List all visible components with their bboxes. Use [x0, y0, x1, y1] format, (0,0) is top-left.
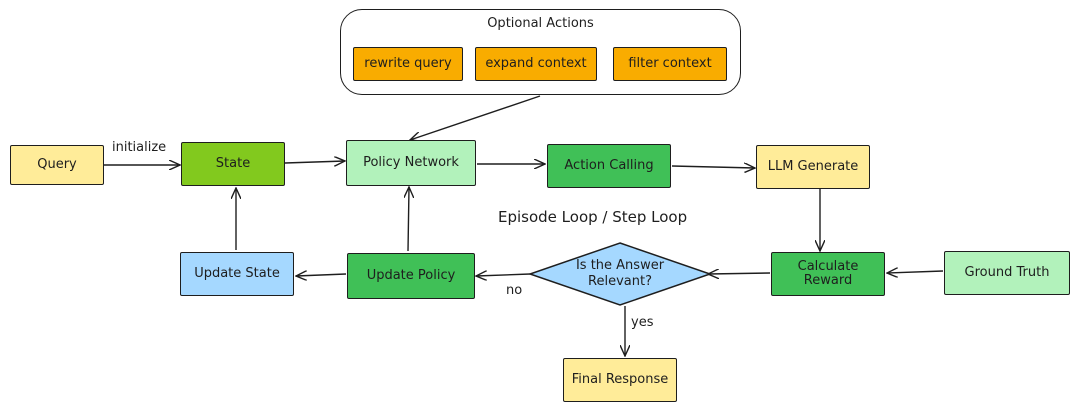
state-label: State [215, 155, 251, 171]
rewrite-query-label: rewrite query [364, 55, 452, 71]
action-calling-label: Action Calling [564, 157, 654, 173]
llm-generate-node: LLM Generate [756, 145, 870, 189]
initialize-edge-label: initialize [112, 140, 167, 155]
ground-truth-node: Ground Truth [944, 251, 1070, 295]
update-policy-node: Update Policy [347, 253, 475, 299]
calculate-reward-node: Calculate Reward [771, 252, 885, 296]
policy-network-node: Policy Network [346, 140, 476, 186]
arrow-action-to-llm [671, 166, 755, 168]
decision-diamond [527, 242, 713, 306]
arrow-decision-to-update-policy [476, 274, 531, 276]
filter-context-label: filter context [628, 55, 712, 71]
action-calling-node: Action Calling [547, 144, 671, 188]
calculate-reward-line-2: Reward [803, 273, 853, 288]
arrow-update-policy-to-state [296, 274, 347, 276]
arrow-ground-to-reward [887, 271, 944, 273]
state-node: State [181, 142, 285, 186]
update-policy-label: Update Policy [366, 267, 456, 283]
filter-context-action: filter context [613, 47, 727, 81]
arrow-reward-to-decision [708, 273, 771, 274]
optional-actions-group: Optional Actions rewrite query expand co… [340, 9, 741, 95]
rewrite-query-action: rewrite query [353, 47, 463, 81]
decision-line-1: Is the Answer [575, 258, 665, 273]
policy-network-label: Policy Network [363, 154, 459, 170]
update-state-node: Update State [180, 252, 294, 296]
llm-generate-label: LLM Generate [767, 158, 859, 174]
optional-actions-title: Optional Actions [487, 16, 594, 31]
query-label: Query [37, 156, 77, 172]
expand-context-label: expand context [485, 55, 587, 71]
update-state-label: Update State [194, 265, 280, 281]
decision-line-2: Relevant? [588, 274, 652, 290]
decision-text: Is the Answer Relevant? [540, 258, 700, 291]
yes-edge-label: yes [631, 315, 654, 330]
final-response-label: Final Response [571, 371, 669, 387]
ground-truth-label: Ground Truth [964, 264, 1050, 280]
no-edge-label: no [506, 283, 523, 298]
expand-context-action: expand context [475, 47, 597, 81]
calculate-reward-line-1: Calculate [797, 258, 859, 274]
final-response-node: Final Response [563, 358, 677, 402]
arrow-update-policy-to-policy [408, 187, 409, 252]
arrow-state-to-policy [284, 161, 345, 163]
arrow-actions-to-policy [410, 95, 541, 140]
loop-label: Episode Loop / Step Loop [498, 208, 688, 226]
query-node: Query [10, 145, 104, 185]
